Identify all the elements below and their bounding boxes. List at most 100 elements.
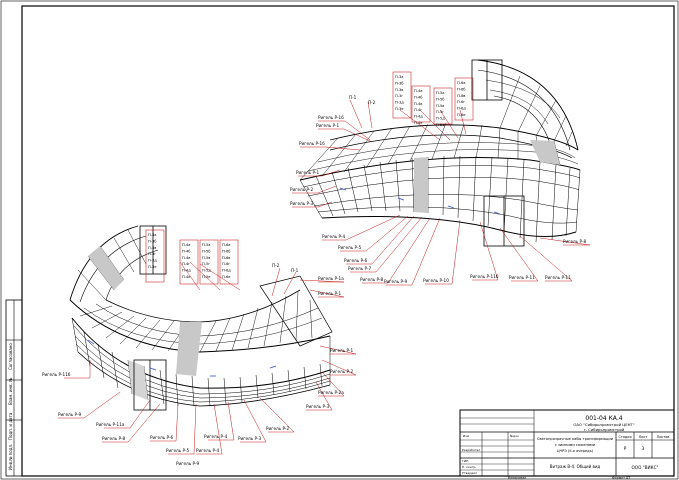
left-post-label: П-5е bbox=[202, 275, 211, 279]
left-post-label: П-3б bbox=[148, 239, 157, 243]
left-post-label: П-5б bbox=[202, 249, 211, 253]
right-post-label: П-3в bbox=[395, 88, 403, 92]
left-post-label: П-6б bbox=[222, 249, 231, 253]
right-post-label: П-6г bbox=[457, 100, 465, 104]
tb-sheet-header: Лист bbox=[639, 435, 648, 439]
left-post-label: П-4е bbox=[182, 275, 191, 279]
left-post-label: П-6г bbox=[222, 262, 230, 266]
right-post-label: П-4е bbox=[414, 121, 423, 125]
tb-sheet-title: Витраж В-4. Общий вид bbox=[550, 464, 601, 469]
left-post-label: П-5а bbox=[202, 243, 211, 247]
left-blue-marks bbox=[87, 339, 277, 377]
tb-stage-value: Р bbox=[624, 446, 627, 451]
right-post-label: П-6б bbox=[457, 87, 466, 91]
left-assembly bbox=[69, 225, 333, 411]
right-post-label: П-3а bbox=[395, 75, 404, 79]
right-post-label: П-4в bbox=[414, 102, 422, 106]
right-post-label: П-3б bbox=[395, 81, 404, 85]
right-post-label: П-5г bbox=[436, 110, 444, 114]
left-roof-grid bbox=[77, 229, 323, 353]
right-blue-marks bbox=[339, 187, 501, 215]
right-assembly bbox=[299, 59, 581, 247]
left-post-label: П-3г bbox=[148, 252, 156, 256]
right-post-label: П-3д bbox=[395, 101, 404, 105]
left-post-label: П-4в bbox=[182, 256, 190, 260]
stamp-inv: Инв.№ подл. bbox=[8, 444, 13, 470]
tb-signer-2: Н. контр. bbox=[462, 465, 476, 469]
left-post-labels bbox=[145, 229, 239, 285]
callout-right-top-p2: П-2 bbox=[368, 100, 376, 105]
left-post-label: П-3е bbox=[148, 265, 157, 269]
callout-left-bottom-5: Ригель Р-6 bbox=[150, 435, 174, 440]
tb-stage-header: Стадия bbox=[618, 435, 631, 439]
post-column-texts: П-3аП-3бП-3вП-3гП-3дП-3еП-4аП-4бП-4вП-4г… bbox=[148, 75, 466, 279]
callout-right-left-1: Ригель Р-1 bbox=[316, 123, 340, 128]
callout-left-right-0: Ригель Р-1 bbox=[330, 348, 354, 353]
left-post-label: П-6а bbox=[222, 243, 231, 247]
right-facade-transoms bbox=[302, 165, 581, 224]
callout-left-bottom-8: Ригель Р-11а bbox=[96, 422, 125, 427]
left-facade-mullions bbox=[71, 317, 331, 407]
callout-left-left-1: Ригель Р-9 bbox=[58, 412, 82, 417]
left-facade-transoms bbox=[73, 325, 331, 403]
right-post-label: П-3е bbox=[395, 107, 404, 111]
right-post-label: П-4д bbox=[414, 115, 423, 119]
callout-right-bottom-4: Ригель Р-8 bbox=[360, 277, 384, 282]
right-post-label: П-4г bbox=[414, 108, 422, 112]
stamp-replace: Взам. инв. № bbox=[8, 378, 13, 405]
tb-org-2: г. Сибирьпромстрой bbox=[584, 427, 625, 432]
right-post-label: П-6в bbox=[457, 94, 465, 98]
right-post-labels bbox=[392, 71, 474, 125]
callout-texts: П-1 П-2 Ригель Р-1б Ригель Р-1 Ригель Р-… bbox=[42, 95, 587, 466]
callout-left-topright-1: Ригель Р-1 bbox=[318, 291, 342, 296]
tb-signer-0: Разработал bbox=[462, 448, 480, 452]
callout-right-left-5: Ригель Р-3 bbox=[290, 201, 314, 206]
left-post-label: П-3а bbox=[148, 233, 157, 237]
left-door-frame bbox=[133, 225, 167, 411]
right-post-label: П-3г bbox=[395, 94, 403, 98]
left-post-label: П-5в bbox=[202, 256, 210, 260]
right-post-label: П-5е bbox=[436, 123, 445, 127]
tb-desc-1: Светопрозрачные кабы трансформации bbox=[537, 437, 614, 441]
right-post-label: П-6д bbox=[457, 107, 466, 111]
tb-company: ООО "ВИКС" bbox=[632, 465, 659, 470]
left-post-label: П-4б bbox=[182, 249, 191, 253]
tb-format: Формат А3 bbox=[612, 476, 630, 480]
callout-left-bottom-3: Ригель Р-4 bbox=[196, 448, 220, 453]
tb-desc-3: ЦЧРЭ (II-я очередь) bbox=[557, 449, 594, 453]
tb-org-1: ОАО "Сибирьпромстрой ЦЕНТ" bbox=[573, 422, 634, 427]
right-post-label: П-6а bbox=[457, 81, 466, 85]
side-stamp: Инв.№ подл. Подп. и дата Взам. инв. № Со… bbox=[5, 299, 23, 477]
left-post-label: П-3д bbox=[148, 259, 157, 263]
callout-left-right-2: Ригель Р-2а bbox=[318, 390, 344, 395]
callout-right-left-3: Ригель Р-1 bbox=[296, 170, 320, 175]
callout-right-bottom-3: Ригель Р-7 bbox=[348, 266, 372, 271]
callout-left-bottom-6: Ригель Р-9 bbox=[176, 461, 200, 466]
callout-left-left-0: Ригель Р-11б bbox=[42, 372, 71, 377]
tb-sheet-value: 3 bbox=[642, 446, 645, 451]
inner-frame bbox=[21, 5, 675, 477]
left-post-label: П-6в bbox=[222, 256, 230, 260]
right-post-label: П-5д bbox=[436, 117, 445, 121]
callout-right-bottom-9: Ригель Р-11 bbox=[545, 275, 571, 280]
right-post-label: П-5в bbox=[436, 104, 444, 108]
left-post-label: П-5д bbox=[202, 269, 211, 273]
callout-right-bottom-1: Ригель Р-5 bbox=[338, 245, 362, 250]
right-post-label: П-4а bbox=[414, 89, 423, 93]
left-post-label: П-4г bbox=[182, 262, 190, 266]
tb-copied: Копировал bbox=[508, 476, 526, 480]
callout-right-left-0: Ригель Р-1б bbox=[318, 115, 344, 120]
left-post-label: П-4а bbox=[182, 243, 191, 247]
right-post-label: П-4б bbox=[414, 95, 423, 99]
right-roof-grid bbox=[299, 75, 579, 181]
tb-code: 001-04 КА.4 bbox=[585, 415, 622, 422]
left-post-label: П-3в bbox=[148, 246, 156, 250]
callout-left-top-p1: П-1 bbox=[291, 268, 299, 273]
callout-right-bottom-2: Ригель Р-6 bbox=[344, 258, 368, 263]
left-post-label: П-6д bbox=[222, 269, 231, 273]
callout-right-top-p1: П-1 bbox=[349, 95, 357, 100]
tb-signer-1: ГИП bbox=[462, 459, 468, 463]
tb-signer-3: Утвердил bbox=[462, 471, 477, 475]
tb-desc-2: с зимними саженами bbox=[555, 443, 596, 447]
